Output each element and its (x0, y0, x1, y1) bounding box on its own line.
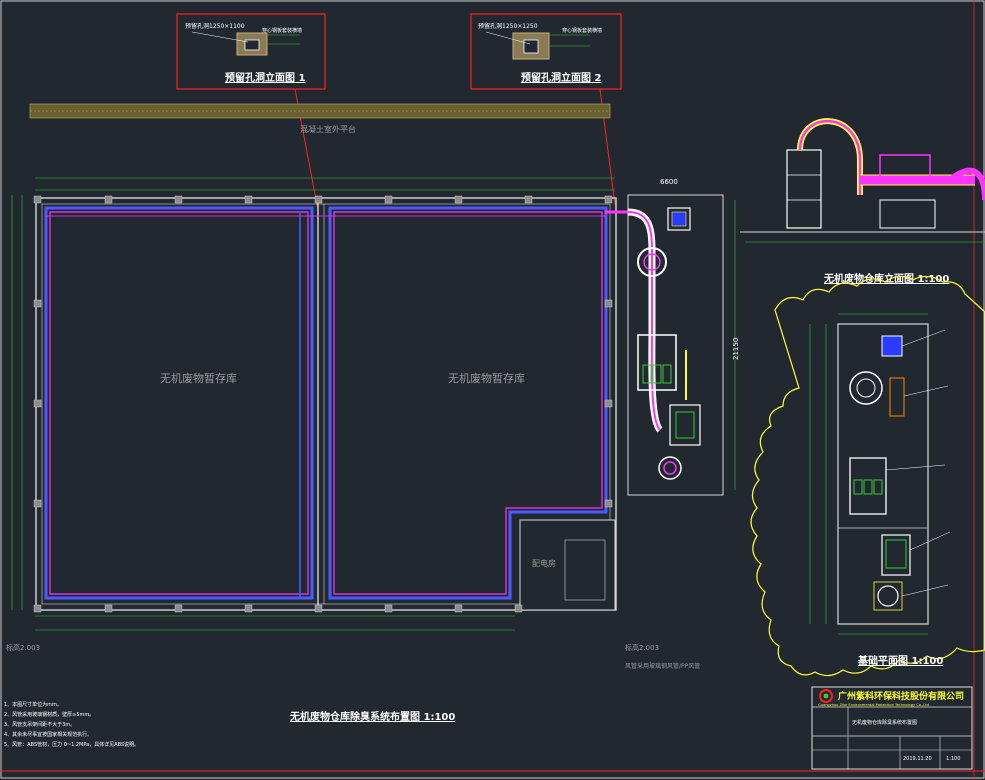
duct-system (44, 206, 630, 600)
note-2: 2、风管采用玻璃钢材质，壁厚≥5mm。 (4, 711, 94, 718)
plan-title: 无机废物仓库除臭系统布置图 1:100 (289, 710, 455, 723)
elevation-base (879, 199, 936, 229)
found-pump-inner (885, 539, 907, 569)
found-cabinet (881, 335, 903, 357)
dim-top-right-label: 6600 (660, 178, 678, 186)
scrubber-tank (637, 334, 677, 391)
foundation-slab (837, 323, 929, 625)
found-fan-inner (856, 378, 876, 398)
note-3: 3、风管支吊架间距不大于3m。 (4, 721, 75, 728)
power-room-inner (564, 539, 606, 601)
exhaust-stack-inner (663, 461, 677, 475)
company-logo-inner (823, 693, 829, 699)
columns (33, 195, 613, 613)
found-pump (881, 534, 911, 576)
found-scrubber-packing (853, 479, 883, 495)
detail-1-size-note: 预留孔洞1250×1100 (185, 22, 245, 30)
control-cabinet (667, 207, 691, 231)
detail-2: 预留孔洞1250×1250 穿心钢板套装横墙 预留孔洞立面图 2 (470, 13, 622, 90)
dim-right-label: 21150 (732, 338, 740, 360)
scrubber-packing (642, 364, 672, 384)
drawing-scale: 1:100 (946, 756, 960, 762)
equipment-duct (627, 208, 663, 433)
found-scrubber (849, 457, 887, 515)
company-name-cn: 广州紫科环保科技股份有限公司 (838, 690, 964, 702)
equipment-duct-magenta (627, 211, 661, 431)
platform-label: 混凝土室外平台 (300, 124, 356, 134)
room-label-right: 无机废物暂存库 (448, 371, 525, 385)
detail-2-opening (523, 39, 539, 54)
detail-1-box (176, 13, 326, 90)
equipment-area: 21150 6600 (627, 178, 740, 496)
title-block-frame (811, 686, 973, 770)
revision-cloud (750, 275, 985, 677)
note-4: 4、其余未尽事宜按国家相关规范执行。 (4, 731, 92, 738)
detail-2-title: 预留孔洞立面图 2 (521, 71, 601, 84)
control-cabinet-inner (671, 211, 687, 227)
elevation-duct-arc-inner (798, 119, 862, 195)
detail-1-title: 预留孔洞立面图 1 (225, 71, 305, 84)
duct-outer-blue (44, 206, 314, 600)
general-notes: 1、本图尺寸单位为mm。 2、风管采用玻璃钢材质，壁厚≥5mm。 3、风管支吊架… (4, 701, 139, 748)
plan-note-bottom: 风管采用玻璃钢风管/PP风管 (625, 662, 700, 670)
exhaust-stack (658, 456, 682, 480)
power-room-label: 配电房 (532, 558, 556, 568)
found-callouts (885, 329, 951, 597)
detail-2-size-note: 预留孔洞1250×1250 (478, 22, 538, 30)
elevation-fan (879, 154, 931, 178)
pump-unit (669, 404, 701, 446)
detail-1: 预留孔洞1250×1100 穿心钢板套装横墙 预留孔洞立面图 1 (176, 13, 326, 90)
note-5: 5、风管：ABS管材，压力 0~1.2MPa，具体详见ABS说明。 (4, 741, 139, 748)
detail-2-box (470, 13, 622, 90)
equipment-pad (627, 194, 724, 496)
duct-inner-magenta (49, 211, 309, 595)
drawing-date: 2019.11.20 (903, 756, 932, 762)
detail-1-opening (244, 39, 260, 51)
company-name-en: Guangzhou Zike Environmental Protection … (818, 703, 929, 707)
elevation-view: 无机废物仓库立面图 1:100 (740, 118, 985, 285)
fan-unit (637, 247, 667, 277)
note-1: 1、本图尺寸单位为mm。 (4, 701, 62, 708)
detail-1-leader (191, 31, 249, 43)
power-room (519, 519, 616, 611)
room-label-left: 无机废物暂存库 (160, 371, 237, 385)
duct-outer-blue-2 (328, 206, 608, 600)
elevation-title: 无机废物仓库立面图 1:100 (823, 272, 949, 285)
found-fan-mount (889, 377, 905, 417)
level-left: 标高2.003 (6, 643, 40, 652)
detail-1-pipe-note: 穿心钢板套装横墙 (262, 27, 302, 34)
elevation-tower (786, 149, 822, 229)
found-fan (849, 371, 883, 405)
title-block: 广州紫科环保科技股份有限公司 Guangzhou Zike Environmen… (811, 686, 973, 770)
level-right: 标高2.003 (625, 643, 659, 652)
duct-inner-magenta-2 (333, 211, 603, 595)
found-stack (877, 585, 899, 607)
pump-unit-inner (675, 411, 695, 439)
company-logo (819, 689, 833, 703)
project-name: 无机废物仓库除臭系统布置图 (852, 719, 917, 726)
floor-plan: 混凝土室外平台 (6, 103, 700, 723)
foundation-view: 基础平面图 1:100 (750, 275, 985, 677)
foundation-title: 基础平面图 1:100 (857, 654, 943, 667)
detail-2-leader (485, 31, 531, 45)
detail-2-pipe-note: 穿心钢板套装横墙 (562, 27, 602, 34)
fan-unit-inner (643, 253, 661, 271)
